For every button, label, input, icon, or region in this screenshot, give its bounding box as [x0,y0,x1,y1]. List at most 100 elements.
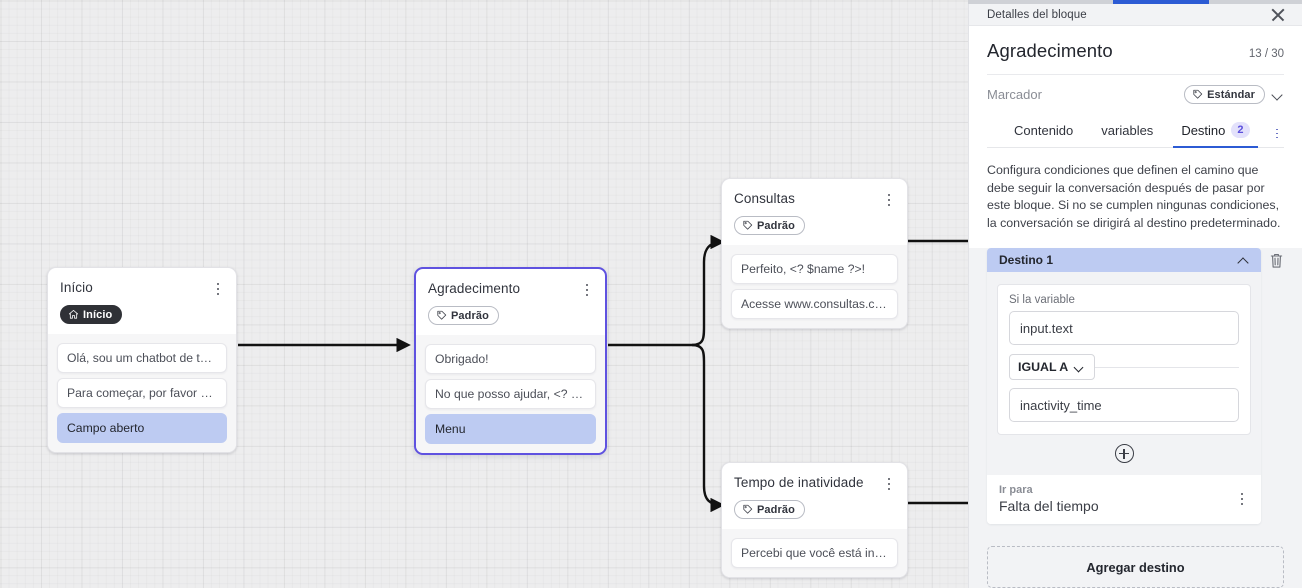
trash-icon[interactable] [1269,252,1284,269]
node-badge-label: Padrão [757,219,795,232]
tag-icon [437,310,447,320]
destination-box: Destino 1 Si la variable input.text IGUA… [987,248,1261,524]
progress-bar-fill [1113,0,1209,4]
goto-label: Ir para [999,484,1033,496]
kebab-menu-icon[interactable] [882,475,896,493]
flow-canvas[interactable]: Início Início Olá, sou um chatbot de tes… [0,0,968,588]
node-badge-row: Padrão [416,299,605,326]
chevron-down-icon [1075,364,1086,371]
add-condition-row [997,435,1251,465]
node-message[interactable]: Acesse www.consultas.com par... [731,289,898,319]
kebab-menu-icon[interactable] [1235,490,1249,508]
node-badge-row: Padrão [722,493,907,520]
node-messages: Olá, sou um chatbot de teste! Para começ… [48,334,236,443]
plus-circle-icon[interactable] [1114,444,1134,463]
node-messages: Perfeito, <? $name ?>! Acesse www.consul… [722,245,907,319]
node-message[interactable]: Obrigado! [425,344,596,374]
node-header: Tempo de inatividade [722,463,907,493]
node-messages: Obrigado! No que posso ajudar, <? $name … [416,335,605,444]
tab-contenido[interactable]: Contenido [1000,123,1087,147]
tab-label: Destino [1181,122,1226,138]
operator-label: IGUAL A [1018,360,1069,374]
panel-tabs: Contenido variables Destino 2 [987,114,1284,148]
node-messages-area: Obrigado! No que posso ajudar, <? $name … [416,335,605,453]
panel-header-title: Detalles del bloque [987,8,1087,21]
kebab-menu-icon[interactable] [580,281,594,299]
goto-row[interactable]: Ir para Falta del tiempo [987,475,1261,524]
destination-header[interactable]: Destino 1 [987,248,1261,272]
flow-node-consultas[interactable]: Consultas Padrão Perfeito, <? $name ?>! … [721,178,908,329]
condition-label: Si la variable [1009,294,1075,306]
node-badge[interactable]: Padrão [428,306,499,325]
node-title: Início [60,280,93,295]
tab-variables[interactable]: variables [1087,123,1167,147]
panel-body: Agradecimento 13 / 30 Marcador Estándar … [969,26,1302,248]
tag-icon [743,220,753,230]
node-title: Tempo de inatividade [734,475,864,490]
destination-card: Destino 1 Si la variable input.text IGUA… [987,248,1284,524]
node-badge-label: Padrão [451,309,489,322]
marcador-chip[interactable]: Estándar [1184,85,1265,104]
panel-header: Detalles del bloque [969,0,1302,26]
goto-texts: Ir para Falta del tiempo [999,484,1099,514]
node-badge-label: Início [83,308,113,321]
page-title: Agradecimento [987,40,1113,61]
chevron-up-icon[interactable] [1238,257,1249,264]
flow-node-tempo-de-inatividade[interactable]: Tempo de inatividade Padrão Percebi que … [721,462,908,578]
destination-content: Si la variable input.text IGUAL A inacti… [987,272,1261,475]
destination-header-label: Destino 1 [999,253,1054,267]
marcador-label: Marcador [987,87,1042,102]
add-destination-button[interactable]: Agregar destino [987,546,1284,588]
kebab-menu-icon[interactable] [882,191,896,209]
node-title: Consultas [734,191,795,206]
operator-select[interactable]: IGUAL A [1009,354,1096,380]
node-message[interactable]: Para começar, por favor digite o ... [57,378,227,408]
char-counter: 13 / 30 [1248,48,1284,60]
tab-label: Contenido [1014,123,1074,138]
marcador-row: Marcador Estándar [987,75,1284,114]
node-message[interactable]: Campo aberto [57,413,227,443]
chevron-down-icon[interactable] [1273,91,1284,98]
flow-node-agradecimento[interactable]: Agradecimento Padrão Obrigado! No que po… [414,267,607,455]
block-details-panel: Detalles del bloque Agradecimento 13 / 3… [968,0,1302,588]
node-header: Consultas [722,179,907,209]
node-message[interactable]: Menu [425,414,596,444]
status-badge: 2 [1231,122,1250,138]
destination-description: Configura condiciones que definen el cam… [987,163,1281,230]
node-badge[interactable]: Padrão [734,216,805,235]
node-message[interactable]: Perfeito, <? $name ?>! [731,254,898,284]
tag-icon [1193,89,1203,99]
kebab-menu-icon[interactable] [211,280,225,298]
flow-node-inicio[interactable]: Início Início Olá, sou um chatbot de tes… [47,267,237,453]
compare-value-input[interactable]: inactivity_time [1009,388,1239,422]
variable-input[interactable]: input.text [1009,311,1239,345]
condition-card: Si la variable input.text IGUAL A inacti… [997,284,1251,435]
node-header: Início [48,268,236,298]
block-title-row: Agradecimento 13 / 30 [987,26,1284,75]
node-badge[interactable]: Padrão [734,500,805,519]
destination-section: Destino 1 Si la variable input.text IGUA… [969,248,1302,588]
kebab-menu-icon[interactable] [1270,129,1284,147]
tab-label: variables [1101,123,1154,138]
close-icon[interactable] [1268,5,1288,25]
add-destination-label: Agregar destino [1086,559,1185,575]
node-badge[interactable]: Início [60,305,123,324]
marcador-control: Estándar [1184,85,1284,104]
node-title: Agradecimento [428,281,521,296]
node-message[interactable]: Olá, sou um chatbot de teste! [57,343,227,373]
node-badge-row: Início [48,298,236,325]
node-message[interactable]: Percebi que você está inativo. C... [731,538,898,568]
node-messages-area: Percebi que você está inativo. C... [722,529,907,577]
operator-row: IGUAL A [1009,354,1239,380]
node-messages-area: Perfeito, <? $name ?>! Acesse www.consul… [722,245,907,328]
tab-destino[interactable]: Destino 2 [1167,122,1263,148]
tag-icon [743,504,753,514]
marcador-chip-label: Estándar [1207,88,1255,101]
node-message[interactable]: No que posso ajudar, <? $name ... [425,379,596,409]
node-badge-label: Padrão [757,503,795,516]
node-badge-row: Padrão [722,209,907,236]
node-messages-area: Olá, sou um chatbot de teste! Para começ… [48,334,236,452]
node-messages: Percebi que você está inativo. C... [722,529,907,568]
home-icon [68,309,79,319]
goto-value: Falta del tiempo [999,498,1099,514]
